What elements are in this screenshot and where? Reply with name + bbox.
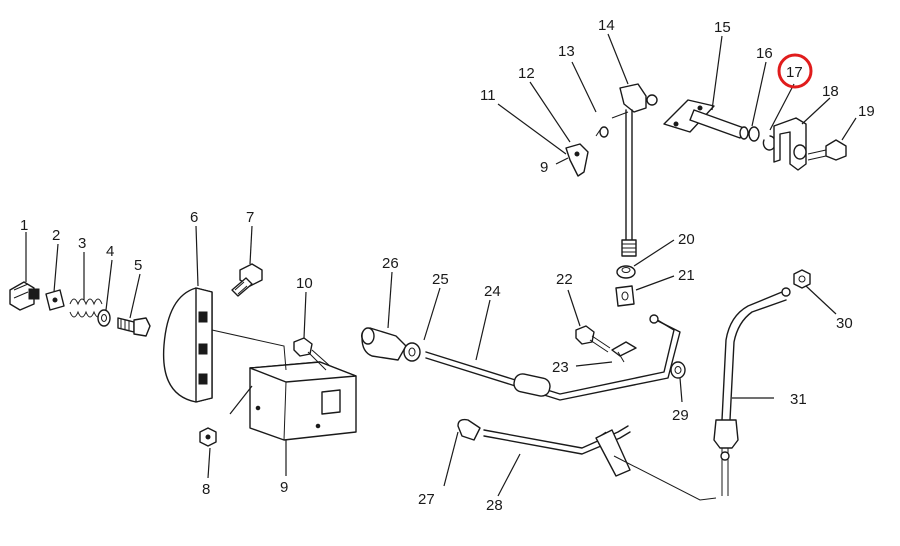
part-18-bracket xyxy=(773,117,807,171)
callout-2: 2 xyxy=(52,227,60,244)
callout-10: 10 xyxy=(296,275,313,292)
part-26-grip xyxy=(360,327,407,361)
part-23-clip xyxy=(611,341,637,363)
callout-24: 24 xyxy=(484,283,501,300)
callout-31: 31 xyxy=(790,391,807,408)
callout-9-upper: 9 xyxy=(540,159,548,176)
part-27-grip xyxy=(457,418,481,441)
callout-labels: 1 2 3 4 5 6 7 8 9 10 11 12 13 14 15 16 1… xyxy=(20,17,875,514)
callout-26: 26 xyxy=(382,255,399,272)
callout-19: 19 xyxy=(858,103,875,120)
part-6-bumper xyxy=(162,287,213,403)
part-8-nut xyxy=(199,427,217,447)
part-3-spring xyxy=(69,298,103,318)
part-4-washer xyxy=(97,309,111,327)
part-20-collar xyxy=(616,265,636,279)
part-9-upper-bracket xyxy=(565,143,589,177)
callout-12: 12 xyxy=(518,65,535,82)
part-28-rod xyxy=(483,425,631,477)
callout-29: 29 xyxy=(672,407,689,424)
part-25-bushing xyxy=(403,342,421,362)
callout-4: 4 xyxy=(106,243,114,260)
part-9-bracket xyxy=(211,329,357,441)
part-29-washer xyxy=(670,361,686,379)
part-22-bolt xyxy=(575,325,611,353)
callout-15: 15 xyxy=(714,19,731,36)
callout-14: 14 xyxy=(598,17,615,34)
part-24-rod xyxy=(425,314,681,401)
part-drawings xyxy=(9,83,847,501)
cable-link xyxy=(613,455,717,501)
callout-7: 7 xyxy=(246,209,254,226)
callout-28: 28 xyxy=(486,497,503,514)
part-19-bolt xyxy=(807,139,847,161)
part-30-nut xyxy=(793,269,811,289)
callout-16: 16 xyxy=(756,45,773,62)
highlight-circle xyxy=(777,53,813,89)
part-13-clip xyxy=(595,126,609,138)
callout-17: 17 xyxy=(786,64,803,81)
callout-20: 20 xyxy=(678,231,695,248)
callout-30: 30 xyxy=(836,315,853,332)
part-10-screw xyxy=(293,337,331,371)
part-2-plate xyxy=(45,289,65,311)
callout-23: 23 xyxy=(552,359,569,376)
callout-13: 13 xyxy=(558,43,575,60)
callout-11: 11 xyxy=(480,87,496,104)
part-7-bolt xyxy=(231,263,263,297)
callout-9: 9 xyxy=(280,479,288,496)
part-16-ring xyxy=(748,126,760,142)
part-5-bolt xyxy=(117,317,151,337)
callout-25: 25 xyxy=(432,271,449,288)
callout-18: 18 xyxy=(822,83,839,100)
callout-5: 5 xyxy=(134,257,142,274)
leader-lines xyxy=(25,33,857,497)
part-31-cable xyxy=(713,287,791,496)
callout-22: 22 xyxy=(556,271,573,288)
callout-3: 3 xyxy=(78,235,86,252)
callout-21: 21 xyxy=(678,267,695,284)
callout-27: 27 xyxy=(418,491,435,508)
callout-8: 8 xyxy=(202,481,210,498)
part-15-shaft xyxy=(663,99,749,140)
part-21-link xyxy=(615,285,635,307)
callout-6: 6 xyxy=(190,209,198,226)
callout-1: 1 xyxy=(20,217,28,234)
part-14-rod xyxy=(611,83,658,257)
part-1-clip xyxy=(9,281,40,311)
